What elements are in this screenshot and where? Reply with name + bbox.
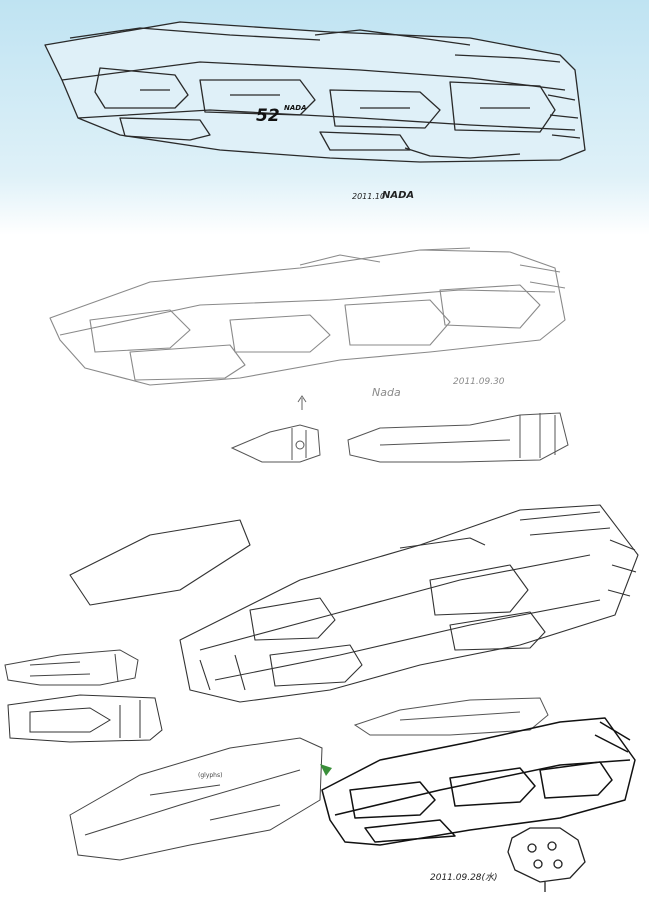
hull-tag: NADA	[284, 104, 307, 112]
date-middle: 2011.09.30	[453, 377, 505, 387]
ship-sketch-small-front	[230, 424, 321, 463]
ship-sketch-bottom-right	[321, 717, 636, 846]
date-bottom: 2011.09.28(水)	[430, 872, 498, 883]
hull-marking-small: (glyphs)	[198, 772, 222, 779]
ship-sketch-middle	[49, 247, 566, 386]
ship-sketch-left-upper	[4, 649, 139, 686]
date-top: 2011.10	[352, 192, 385, 201]
ship-sketch-front-view	[507, 827, 586, 892]
signature-top: NADA	[382, 190, 414, 201]
ship-sketch-top	[44, 21, 586, 163]
ship-sketch-left-lower	[7, 694, 163, 743]
signature-middle: Nada	[372, 386, 401, 399]
ship-sketch-bottom-left: (glyphs)	[69, 737, 323, 861]
ship-sketch-center	[69, 504, 639, 703]
ship-sketch-small-side	[347, 412, 569, 463]
green-accent	[320, 764, 332, 776]
arrow-mark	[297, 395, 307, 410]
ship-sketch-bottom-right-outline	[353, 697, 549, 736]
hull-number: 52	[256, 106, 280, 126]
